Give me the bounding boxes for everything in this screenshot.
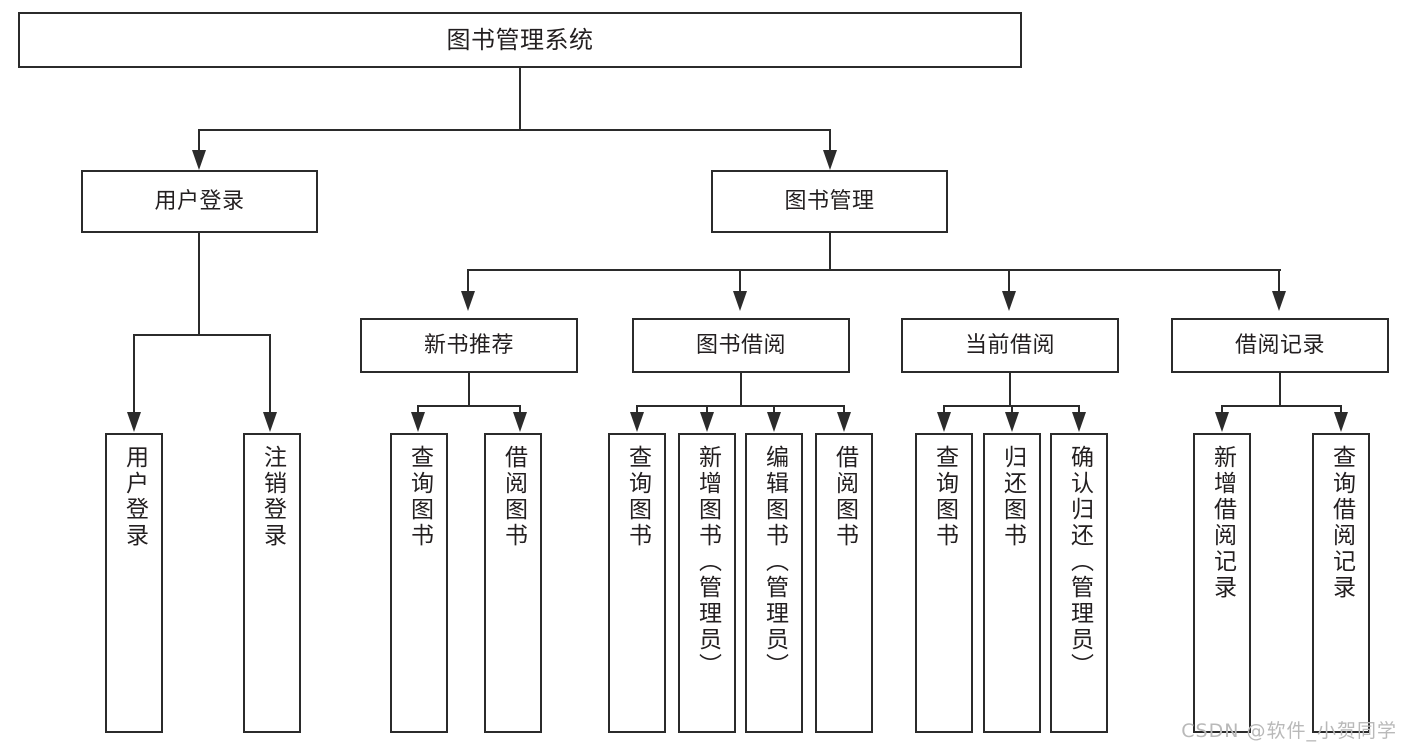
edge-bookborrow-branch-2 (706, 405, 709, 418)
arrow-down-icon (461, 291, 475, 311)
node-new-book-recommend-label: 新书推荐 (423, 332, 514, 358)
edge-bm-to-borrow-record (1278, 269, 1281, 295)
arrow-down-icon (1215, 412, 1229, 432)
edge-borrowrecord-branch-2 (1340, 405, 1343, 418)
edge-newbook-stem (468, 373, 471, 407)
node-root-label: 图书管理系统 (446, 25, 594, 54)
arrow-down-icon (1072, 412, 1086, 432)
node-leaf-query-book-3[interactable]: 查询图书 (915, 433, 973, 733)
node-current-borrow-label: 当前借阅 (964, 332, 1055, 358)
node-leaf-return-book-label: 归还图书 (999, 445, 1026, 549)
node-leaf-query-book-3-label: 查询图书 (931, 445, 958, 549)
node-borrow-record-label: 借阅记录 (1234, 332, 1325, 358)
arrow-down-icon (513, 412, 527, 432)
edge-currentborrow-stem (1009, 373, 1012, 407)
edge-bookborrow-bus (636, 405, 845, 408)
edge-currentborrow-branch-2 (1011, 405, 1014, 418)
node-leaf-confirm-return-label: 确认归还（管理员） (1066, 445, 1093, 679)
node-current-borrow[interactable]: 当前借阅 (901, 318, 1119, 373)
node-leaf-edit-book-admin[interactable]: 编辑图书（管理员） (745, 433, 803, 733)
edge-borrowrecord-branch-1 (1221, 405, 1224, 418)
arrow-down-icon (767, 412, 781, 432)
arrow-down-icon (1002, 291, 1016, 311)
node-new-book-recommend[interactable]: 新书推荐 (360, 318, 578, 373)
arrow-down-icon (937, 412, 951, 432)
node-leaf-add-record[interactable]: 新增借阅记录 (1193, 433, 1251, 733)
arrow-down-icon (1272, 291, 1286, 311)
node-leaf-add-record-label: 新增借阅记录 (1209, 445, 1236, 601)
edge-currentborrow-branch-3 (1078, 405, 1081, 418)
arrow-down-icon (823, 150, 837, 170)
node-leaf-borrow-book-1-label: 借阅图书 (500, 445, 527, 549)
node-leaf-add-book-admin[interactable]: 新增图书（管理员） (678, 433, 736, 733)
edge-user-login-stem (198, 233, 201, 335)
edge-bookborrow-branch-3 (773, 405, 776, 418)
node-leaf-borrow-book-2[interactable]: 借阅图书 (815, 433, 873, 733)
edge-bm-to-new-book (467, 269, 470, 295)
node-leaf-query-book-2-label: 查询图书 (624, 445, 651, 549)
edge-bookborrow-branch-1 (636, 405, 639, 418)
arrow-down-icon (733, 291, 747, 311)
node-root[interactable]: 图书管理系统 (18, 12, 1022, 68)
node-user-login-label: 用户登录 (154, 188, 245, 214)
edge-borrowrecord-bus (1221, 405, 1341, 408)
edge-root-to-user-login (198, 129, 201, 155)
edge-book-manage-bus (467, 269, 1281, 272)
arrow-down-icon (192, 150, 206, 170)
edge-newbook-branch-2 (519, 405, 522, 418)
edge-newbook-branch-1 (417, 405, 420, 418)
node-book-borrow-label: 图书借阅 (695, 332, 786, 358)
arrow-down-icon (127, 412, 141, 432)
edge-user-login-branch-2 (269, 334, 272, 416)
edge-root-stem (519, 68, 522, 130)
csdn-watermark: CSDN @软件_小贺同学 (1181, 720, 1397, 742)
node-leaf-return-book[interactable]: 归还图书 (983, 433, 1041, 733)
edge-newbook-bus (417, 405, 521, 408)
node-book-manage-label: 图书管理 (784, 188, 875, 214)
node-book-manage[interactable]: 图书管理 (711, 170, 948, 233)
node-leaf-query-record[interactable]: 查询借阅记录 (1312, 433, 1370, 733)
node-leaf-add-book-admin-label: 新增图书（管理员） (694, 445, 721, 679)
edge-borrowrecord-stem (1279, 373, 1282, 407)
node-leaf-query-book-2[interactable]: 查询图书 (608, 433, 666, 733)
node-leaf-user-logout[interactable]: 注销登录 (243, 433, 301, 733)
arrow-down-icon (1334, 412, 1348, 432)
edge-user-login-bus (133, 334, 271, 337)
edge-bm-to-current-borrow (1008, 269, 1011, 295)
node-leaf-user-login-label: 用户登录 (121, 445, 148, 549)
node-borrow-record[interactable]: 借阅记录 (1171, 318, 1389, 373)
node-leaf-user-login[interactable]: 用户登录 (105, 433, 163, 733)
arrow-down-icon (263, 412, 277, 432)
node-leaf-query-book-1[interactable]: 查询图书 (390, 433, 448, 733)
edge-bm-to-book-borrow (739, 269, 742, 295)
arrow-down-icon (630, 412, 644, 432)
node-leaf-user-logout-label: 注销登录 (259, 445, 286, 549)
edge-user-login-branch-1 (133, 334, 136, 416)
node-leaf-query-record-label: 查询借阅记录 (1328, 445, 1355, 601)
node-leaf-confirm-return[interactable]: 确认归还（管理员） (1050, 433, 1108, 733)
edge-root-to-book-manage (829, 129, 832, 155)
node-leaf-query-book-1-label: 查询图书 (406, 445, 433, 549)
node-leaf-borrow-book-1[interactable]: 借阅图书 (484, 433, 542, 733)
node-user-login[interactable]: 用户登录 (81, 170, 318, 233)
node-book-borrow[interactable]: 图书借阅 (632, 318, 850, 373)
edge-bookborrow-stem (740, 373, 743, 407)
arrow-down-icon (411, 412, 425, 432)
edge-currentborrow-branch-1 (943, 405, 946, 418)
arrow-down-icon (837, 412, 851, 432)
edge-book-manage-stem (829, 233, 832, 271)
node-leaf-borrow-book-2-label: 借阅图书 (831, 445, 858, 549)
node-leaf-edit-book-admin-label: 编辑图书（管理员） (761, 445, 788, 679)
arrow-down-icon (1005, 412, 1019, 432)
arrow-down-icon (700, 412, 714, 432)
edge-bookborrow-branch-4 (843, 405, 846, 418)
edge-root-bus (198, 129, 831, 132)
